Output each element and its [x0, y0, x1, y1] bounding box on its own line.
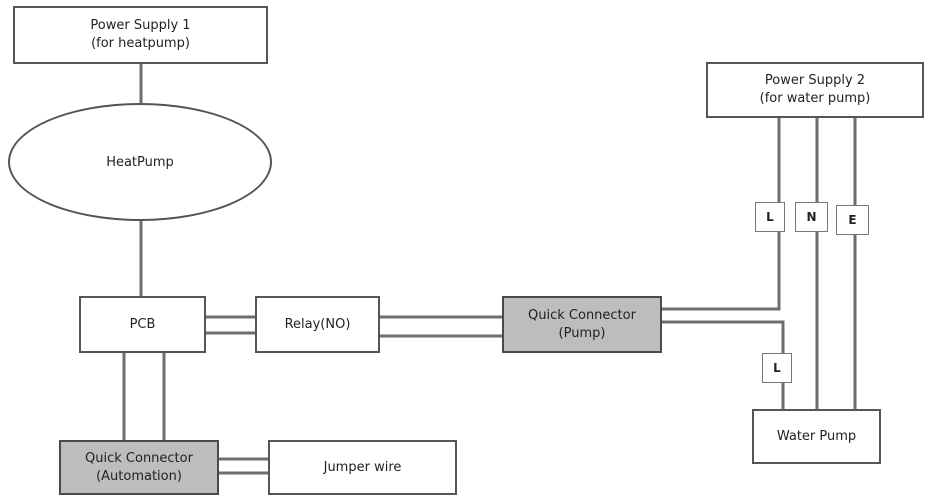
- terminal-neutral: N: [795, 202, 828, 232]
- heatpump-label: HeatPump: [106, 154, 174, 170]
- quick-connector-automation-title: Quick Connector: [85, 450, 193, 466]
- pcb-label: PCB: [129, 316, 156, 332]
- power-supply-2-title: Power Supply 2: [764, 73, 866, 88]
- quick-connector-pump-box: Quick Connector (Pump): [502, 296, 662, 353]
- terminal-neutral-label: N: [806, 210, 817, 224]
- power-supply-2-box: Power Supply 2 (for water pump): [706, 62, 924, 118]
- water-pump-label: Water Pump: [776, 428, 857, 444]
- quick-connector-automation-subtitle: (Automation): [96, 468, 182, 484]
- jumper-wire-box: Jumper wire: [268, 440, 457, 495]
- water-pump-box: Water Pump: [752, 409, 881, 464]
- quick-connector-automation-box: Quick Connector (Automation): [59, 440, 219, 495]
- relay-box: Relay(NO): [255, 296, 380, 353]
- terminal-earth: E: [836, 205, 869, 235]
- terminal-earth-label: E: [848, 213, 857, 227]
- quick-connector-pump-subtitle: (Pump): [558, 325, 606, 341]
- terminal-live-bottom: L: [762, 353, 792, 383]
- relay-label: Relay(NO): [284, 316, 351, 332]
- power-supply-1-title: Power Supply 1: [90, 18, 191, 33]
- heatpump-ellipse: HeatPump: [8, 103, 272, 221]
- jumper-wire-label: Jumper wire: [323, 459, 402, 475]
- pcb-box: PCB: [79, 296, 206, 353]
- terminal-live-top-label: L: [766, 210, 774, 224]
- wire-ps2-live-to-qcpump: [662, 118, 781, 311]
- power-supply-1-box: Power Supply 1 (for heatpump): [13, 6, 268, 64]
- terminal-live-top: L: [755, 202, 785, 232]
- power-supply-2-subtitle: (for water pump): [759, 91, 871, 106]
- power-supply-1-subtitle: (for heatpump): [91, 36, 190, 51]
- quick-connector-pump-title: Quick Connector: [528, 307, 636, 323]
- terminal-live-bottom-label: L: [773, 361, 781, 375]
